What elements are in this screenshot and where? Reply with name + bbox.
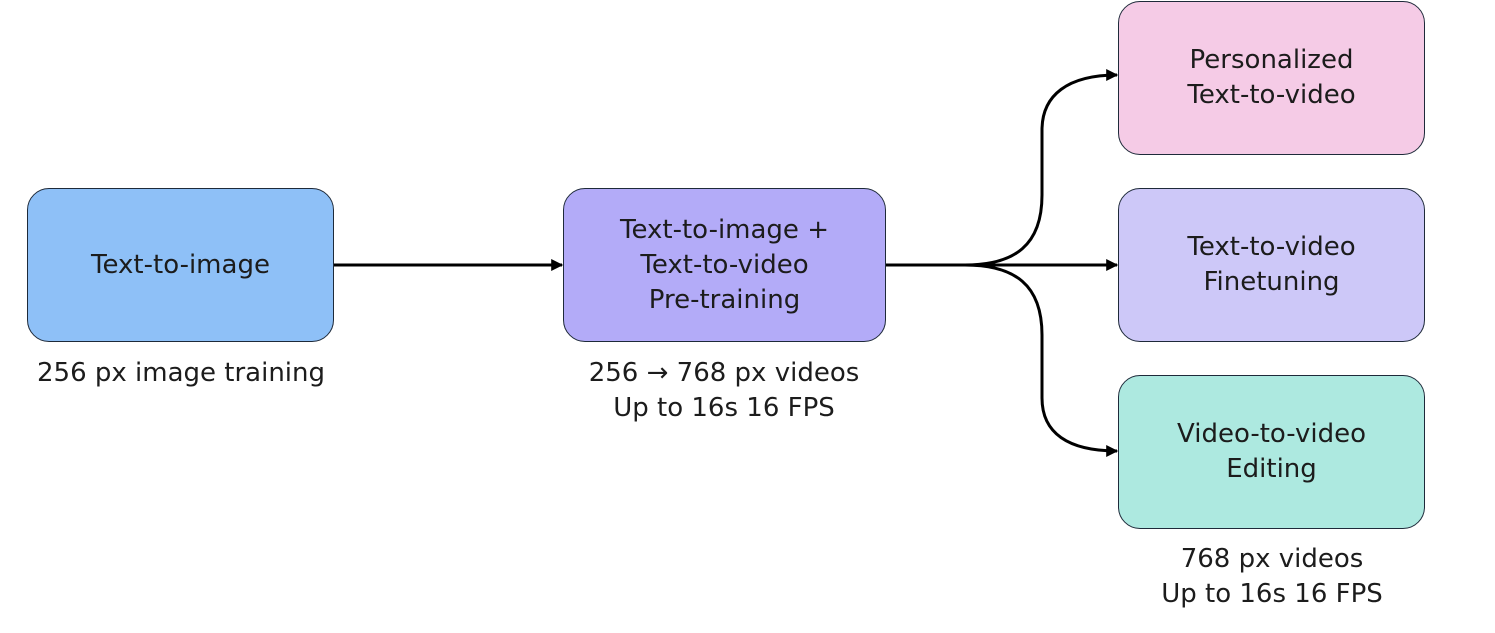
caption-editing: 768 px videos Up to 16s 16 FPS bbox=[1096, 542, 1448, 612]
node-label-line: Pre-training bbox=[648, 284, 801, 315]
node-text-to-image: Text-to-image bbox=[27, 188, 334, 342]
node-label-line: Text-to-video bbox=[1187, 80, 1356, 110]
node-label-line: Text-to-video bbox=[1187, 232, 1356, 262]
node-label-line: Text-to-image + bbox=[620, 214, 829, 245]
node-label-line: Finetuning bbox=[1203, 267, 1340, 297]
node-label-line: Editing bbox=[1226, 454, 1317, 484]
node-label-line: Personalized bbox=[1189, 45, 1354, 75]
caption-text-to-image: 256 px image training bbox=[5, 356, 357, 391]
arrow-pretraining-to-personalized bbox=[886, 69, 1119, 267]
caption-line: Up to 16s 16 FPS bbox=[1161, 579, 1383, 609]
node-personalized: Personalized Text-to-video bbox=[1118, 1, 1425, 155]
caption-line: Up to 16s 16 FPS bbox=[613, 393, 835, 423]
caption-pretraining: 256 → 768 px videos Up to 16s 16 FPS bbox=[544, 356, 904, 426]
node-editing: Video-to-video Editing bbox=[1118, 375, 1425, 529]
node-label-line: Text-to-image bbox=[91, 249, 270, 280]
node-label-line: Video-to-video bbox=[1177, 419, 1366, 449]
node-label-line: Text-to-video bbox=[640, 249, 809, 280]
caption-line: 768 px videos bbox=[1180, 544, 1364, 574]
arrow-pretraining-to-editing bbox=[964, 263, 1119, 457]
node-finetuning: Text-to-video Finetuning bbox=[1118, 188, 1425, 342]
caption-line: 256 px image training bbox=[36, 358, 326, 388]
node-pretraining: Text-to-image + Text-to-video Pre-traini… bbox=[563, 188, 886, 342]
caption-line: 256 → 768 px videos bbox=[588, 358, 860, 388]
